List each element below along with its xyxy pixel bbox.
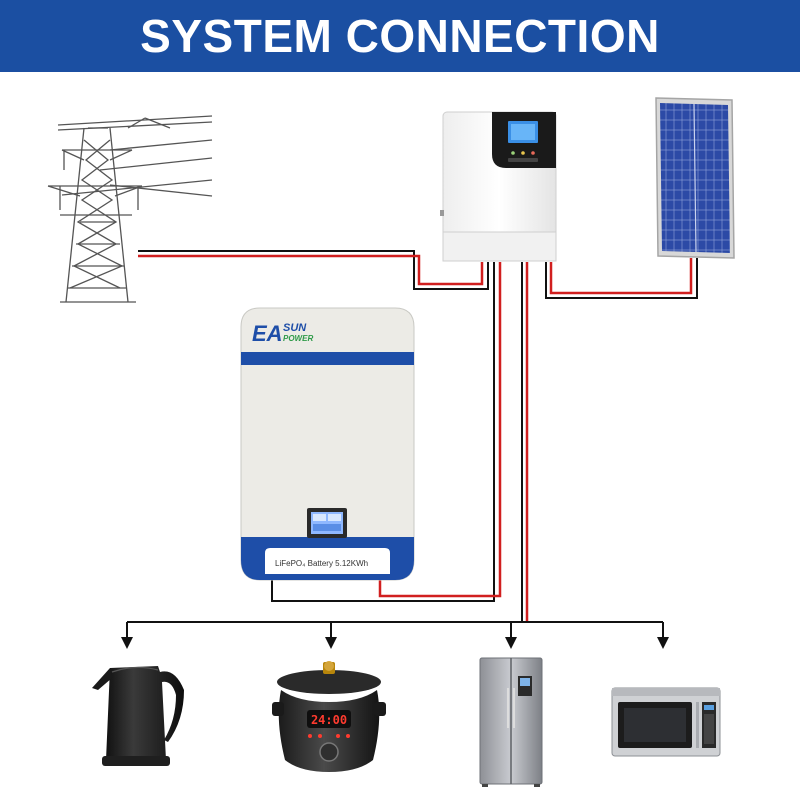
wire-solar-black — [545, 258, 698, 299]
cooker-display: 24:00 — [311, 713, 347, 727]
load-drop-cooker — [325, 622, 337, 649]
battery-brand-main: EA — [252, 321, 283, 346]
solar-panel-icon — [655, 97, 735, 259]
load-drop-kettle — [121, 622, 133, 649]
power-tower-icon — [47, 115, 213, 303]
page-title: SYSTEM CONNECTION — [140, 10, 660, 62]
wire-grid-red — [138, 254, 484, 286]
battery-icon: EA SUN POWER LiFePO₄ Battery 5.12KWh — [240, 307, 415, 581]
kettle-icon — [92, 666, 184, 766]
rice-cooker-icon: 24:00 — [272, 661, 386, 772]
battery-brand-top: SUN — [283, 322, 307, 334]
battery-brand-sub: POWER — [283, 334, 313, 343]
wire-solar-red — [549, 258, 693, 295]
refrigerator-icon — [479, 657, 543, 787]
battery-label: LiFePO₄ Battery 5.12KWh — [275, 559, 368, 568]
load-drop-microwave — [657, 622, 669, 649]
load-drop-fridge — [505, 622, 517, 649]
inverter-icon — [440, 111, 557, 262]
microwave-icon — [611, 687, 721, 757]
wire-grid-black — [138, 250, 489, 290]
title-banner: SYSTEM CONNECTION — [0, 0, 800, 72]
